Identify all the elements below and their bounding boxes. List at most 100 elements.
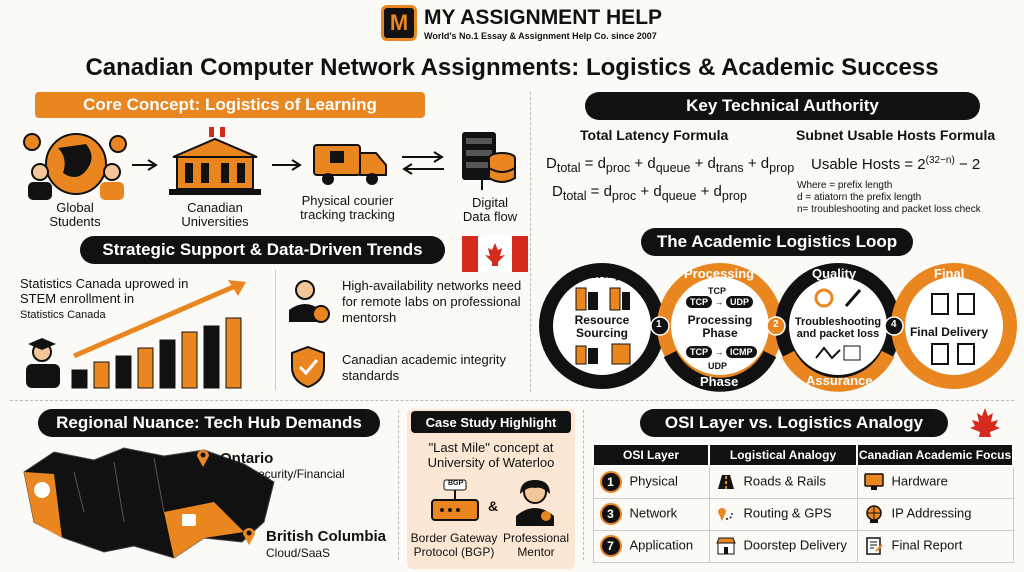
subnet-notes: Where = prefix length d = atiatorn the p… bbox=[797, 180, 981, 216]
analogy-text: Doorstep Delivery bbox=[743, 537, 847, 553]
trend-arrowhead-icon bbox=[228, 280, 246, 296]
tcp-icmp-chip: TCP → ICMP bbox=[686, 346, 757, 358]
trend-bar bbox=[225, 317, 242, 389]
table-row: 7 Application Doorstep Delivery Final Rep… bbox=[592, 529, 1014, 563]
bgp-router-icon bbox=[431, 479, 479, 521]
canada-map-icon bbox=[23, 447, 275, 559]
bgp-tag: BGP bbox=[448, 480, 464, 487]
tcp-chip: TCP bbox=[686, 346, 712, 358]
loop-step-1: 1 bbox=[656, 319, 662, 330]
bc-sub-label: Cloud/SaaS bbox=[266, 546, 331, 560]
strategic-item-1: High-availability networks need for remo… bbox=[342, 278, 522, 325]
focus-text: Hardware bbox=[891, 473, 948, 489]
subnet-title: Subnet Usable Hosts Formula bbox=[796, 127, 996, 143]
graduation-cap-icon bbox=[28, 338, 56, 350]
subnet-note-1: Where = prefix length bbox=[797, 180, 893, 191]
analogy-cell: Routing & GPS bbox=[708, 497, 858, 531]
case-study-text: "Last Mile" concept at University of Wat… bbox=[427, 440, 555, 470]
bgp-label: Border Gateway Protocol (BGP) bbox=[410, 531, 498, 559]
col-focus: Canadian Academic Focus bbox=[856, 443, 1014, 467]
final-delivery-label: Final Delivery bbox=[909, 325, 989, 339]
analogy-text: Roads & Rails bbox=[743, 473, 826, 489]
layer-number: 1 bbox=[599, 471, 622, 494]
server-database-icon bbox=[462, 132, 516, 190]
trend-bar bbox=[115, 355, 132, 389]
stat-line-2: STEM enrollment in bbox=[20, 291, 135, 306]
col-analogy: Logistical Analogy bbox=[708, 443, 858, 467]
osi-layer-cell: 7 Application bbox=[592, 529, 710, 563]
bc-pin-icon bbox=[243, 528, 255, 545]
analogy-text: Routing & GPS bbox=[743, 505, 832, 521]
focus-cell: IP Addressing bbox=[856, 497, 1014, 531]
tcp-top-label: TCP bbox=[708, 286, 726, 296]
divider bbox=[10, 400, 1014, 401]
tcp-udp-chip: TCP → UDP bbox=[686, 296, 754, 308]
stat-line-1: Statistics Canada uprowed in bbox=[20, 276, 189, 291]
case-study-header: Case Study Highlight bbox=[411, 411, 571, 433]
graduate-body-icon bbox=[26, 364, 60, 388]
stat-text: Statistics Canada uprowed in STEM enroll… bbox=[20, 276, 250, 323]
stem-bar-chart bbox=[26, 280, 246, 389]
canada-flag-icon bbox=[462, 236, 528, 272]
focus-cell: Final Report bbox=[856, 529, 1014, 563]
ontario-label: Ontario bbox=[220, 450, 274, 467]
latency-formula-1: Dtotal = dproc + dqueue + dtrans + dprop bbox=[546, 155, 795, 175]
divider bbox=[583, 410, 584, 560]
udp-bottom-label: UDP bbox=[708, 361, 728, 371]
mentor-avatar-icon bbox=[516, 480, 554, 526]
bc-label: British Columbia bbox=[266, 528, 387, 545]
udp-chip: UDP bbox=[726, 296, 754, 308]
processing-arc-label: Processing bbox=[684, 266, 755, 281]
osi-header: OSI Layer vs. Logistics Analogy bbox=[640, 409, 948, 437]
phase-arc-label: Phase bbox=[700, 374, 739, 389]
strategic-header: Strategic Support & Data-Driven Trends bbox=[80, 236, 445, 264]
focus-text: IP Addressing bbox=[891, 505, 972, 521]
globe-students-icon bbox=[23, 133, 127, 200]
authority-header: Key Technical Authority bbox=[585, 92, 980, 120]
trend-bar bbox=[71, 369, 88, 389]
trend-bar bbox=[137, 347, 154, 389]
truck-icon bbox=[313, 144, 387, 185]
mentor-icon bbox=[289, 280, 330, 323]
ontario-sub-label: Cybersecurity/Financial bbox=[220, 467, 345, 481]
osi-layer-cell: 1 Physical bbox=[592, 465, 710, 499]
gps-route-icon bbox=[717, 508, 733, 521]
usable-hosts-exponent: (32−n) bbox=[925, 155, 955, 166]
trend-bar bbox=[181, 331, 198, 389]
troubleshooting-label: Troubleshooting and packet loss bbox=[794, 316, 882, 340]
table-row: 1 Physical Roads & Rails Hardware bbox=[592, 465, 1014, 499]
final-arc-label: Final bbox=[934, 266, 965, 281]
report-icon bbox=[865, 537, 883, 555]
assurance-arc-label: Assurance bbox=[806, 373, 873, 388]
courier-label: Physical courier tracking tracking bbox=[300, 193, 395, 222]
quality-arc-label: Quality bbox=[812, 266, 857, 281]
logo-letter: M bbox=[389, 10, 409, 35]
regional-header: Regional Nuance: Tech Hub Demands bbox=[38, 409, 380, 437]
road-icon bbox=[717, 475, 734, 490]
subnet-note-2: d = atiatorn the prefix length bbox=[797, 192, 922, 203]
loop-step-2: 2 bbox=[773, 319, 779, 330]
digital-data-label: Digital Data flow bbox=[462, 195, 518, 224]
layer-name: Application bbox=[629, 537, 694, 553]
mentor-label: Professional Mentor bbox=[502, 531, 570, 559]
strategic-item-2: Canadian academic integrity standards bbox=[342, 352, 507, 383]
layer-number: 7 bbox=[599, 535, 622, 557]
divider bbox=[275, 270, 276, 390]
usable-hosts-formula: Usable Hosts = 2(32−n) − 2 bbox=[811, 155, 980, 173]
global-students-label: Global Students bbox=[49, 200, 101, 229]
university-icon bbox=[169, 127, 261, 195]
storefront-icon bbox=[715, 537, 736, 555]
layer-name: Physical bbox=[629, 473, 678, 489]
usable-hosts-tail: − 2 bbox=[954, 156, 981, 173]
col-osi-layer: OSI Layer bbox=[592, 443, 710, 467]
ampersand: & bbox=[488, 498, 499, 514]
osi-table: OSI Layer Logistical Analogy Canadian Ac… bbox=[592, 443, 1014, 563]
core-concept-header: Core Concept: Logistics of Learning bbox=[35, 92, 425, 118]
usable-hosts-text: Usable Hosts = 2 bbox=[811, 156, 926, 173]
focus-text: Final Report bbox=[891, 537, 963, 553]
brand-name: MY ASSIGNMENT HELP bbox=[424, 6, 663, 29]
trend-bar bbox=[93, 361, 110, 389]
maple-shield-icon bbox=[291, 345, 325, 389]
